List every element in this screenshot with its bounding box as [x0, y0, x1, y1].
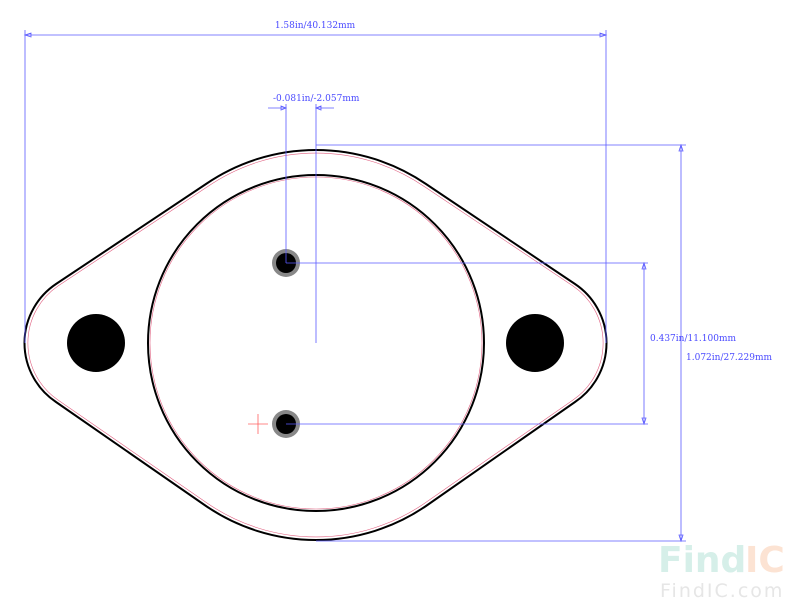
package-outline-guide: [27, 152, 604, 538]
watermark-ic: IC: [745, 540, 785, 581]
dimension-overall-height-label: 1.072in/27.229mm: [686, 353, 772, 363]
watermark-logo: Find IC FindIC.com: [658, 540, 785, 602]
mounting-hole-right: [506, 314, 564, 372]
dimension-overall-width-label: 1.58in/40.132mm: [275, 21, 356, 31]
mounting-hole-left: [67, 314, 125, 372]
package-outline: [23, 149, 608, 541]
dimension-overall-width: [23, 30, 608, 343]
watermark-find: Find: [658, 540, 746, 581]
dimension-pin-spacing-label: 0.437in/11.100mm: [650, 334, 736, 344]
watermark-url: FindIC.com: [660, 580, 784, 602]
origin-cross-icon: [248, 414, 268, 434]
dimension-pin-offset-label: -0.081in/-2.057mm: [273, 94, 360, 104]
dimension-overall-height: [316, 143, 686, 543]
dimension-pin-offset: [268, 104, 334, 343]
dimension-pin-spacing: [286, 261, 648, 426]
